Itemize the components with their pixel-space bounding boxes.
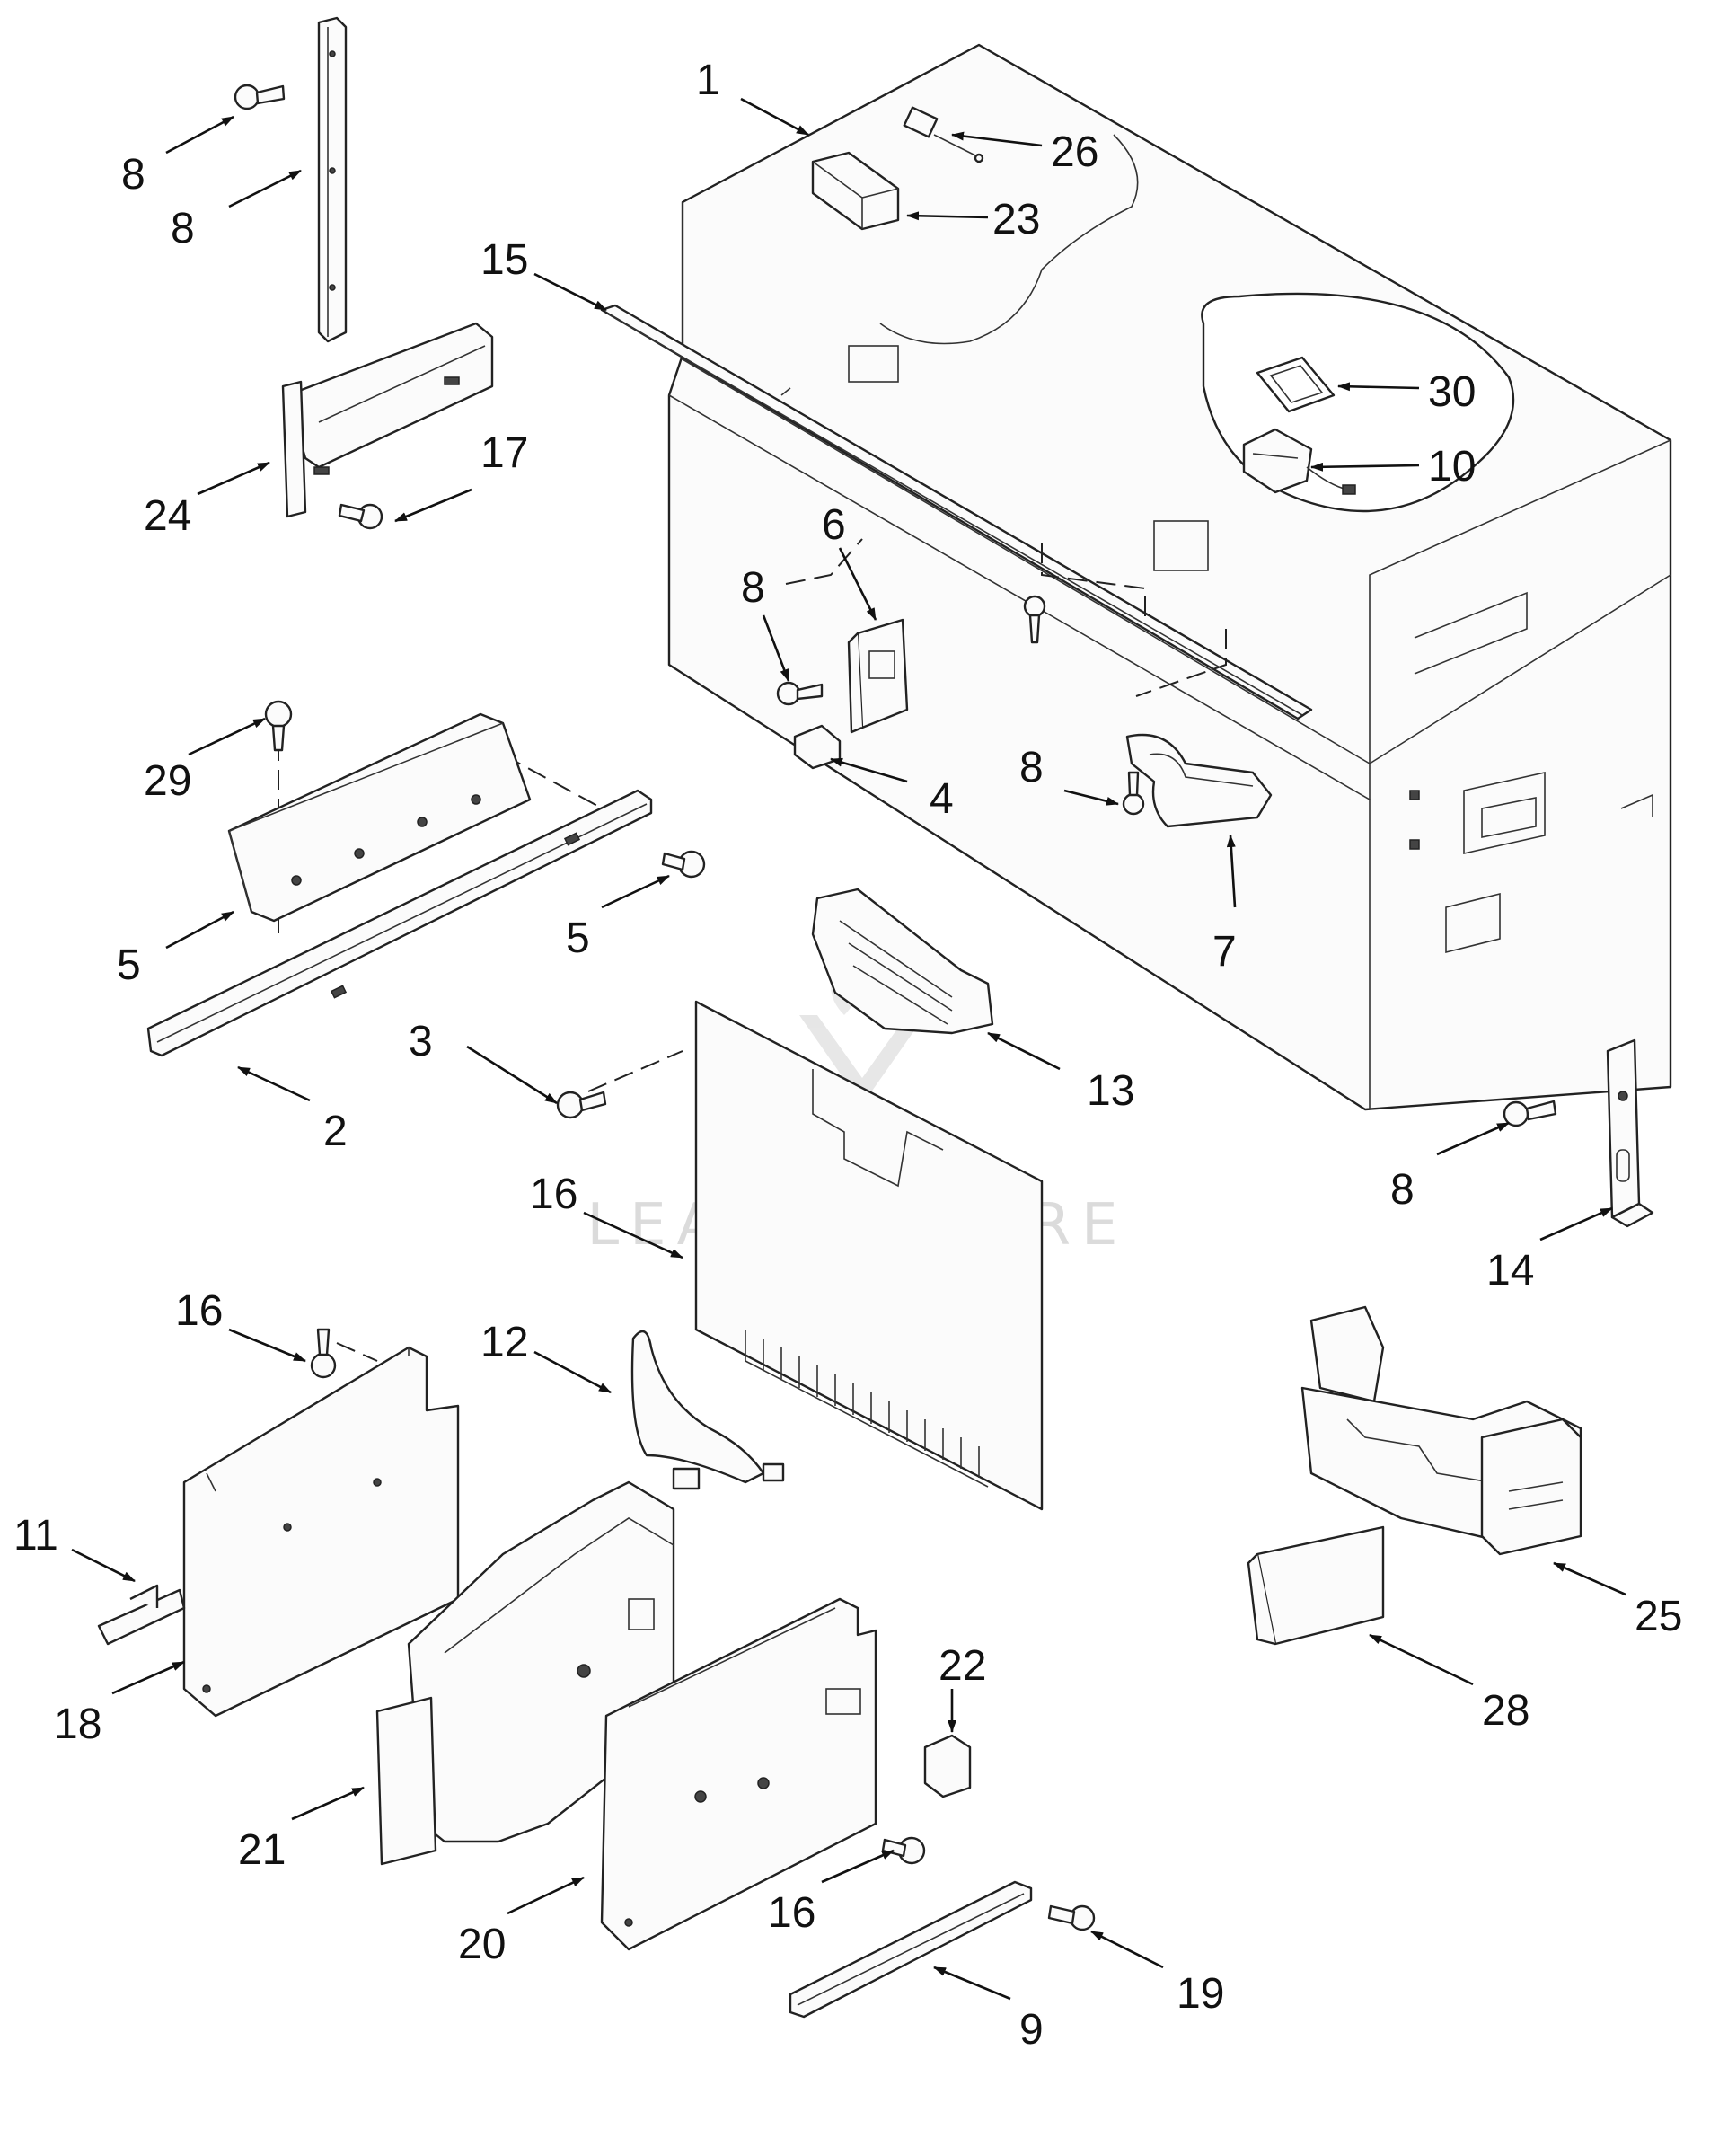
part-18-slide <box>97 1584 186 1646</box>
callout-5-right: 5 <box>566 915 590 962</box>
callout-16-bottom: 16 <box>768 1889 815 1937</box>
part-24-rail <box>317 16 348 343</box>
screw-8-a <box>776 681 824 706</box>
callout-6: 6 <box>822 501 846 549</box>
part-4-slide <box>146 789 653 1057</box>
callout-25: 19 <box>1177 1970 1224 2018</box>
callout-12: 14 <box>1486 1247 1534 1294</box>
part-14-panel <box>694 1000 1044 1511</box>
callout-22: 20 <box>458 1921 506 1968</box>
callout-24: 8 <box>171 205 195 252</box>
callout-30: 30 <box>1428 368 1476 416</box>
callout-8-rail: 8 <box>121 151 145 199</box>
screw-8-d <box>234 84 286 110</box>
callout-13: 7 <box>1212 928 1237 976</box>
callout-20: 21 <box>238 1826 286 1874</box>
callout-4: 2 <box>323 1108 348 1155</box>
part-6-housing <box>847 618 909 734</box>
callout-19: 9 <box>1019 2006 1044 2054</box>
callout-1: 1 <box>696 57 720 104</box>
callout-16-left: 16 <box>175 1287 223 1335</box>
screw-16-a <box>556 1091 607 1119</box>
screw-5-b <box>661 850 706 879</box>
part-26-connector <box>903 106 984 163</box>
screw-29 <box>338 503 383 530</box>
callout-8-bracket-12: 8 <box>1390 1166 1415 1214</box>
part-21-panel <box>182 1346 460 1718</box>
callout-8-cabinet-left: 8 <box>741 564 765 612</box>
callout-27: 28 <box>1482 1687 1529 1735</box>
callout-14: 16 <box>530 1171 577 1218</box>
part-22-panel <box>600 1597 877 1951</box>
vent-slots <box>745 1330 980 1478</box>
part-28-icemaker <box>1300 1305 1582 1556</box>
screw-8-e <box>1503 1100 1557 1127</box>
part-2-bracket <box>227 712 532 923</box>
screw-16-b <box>310 1328 337 1379</box>
callout-17: 24 <box>144 492 191 540</box>
part-3-grille <box>811 888 994 1035</box>
part-15-strip <box>600 304 1313 720</box>
callout-21: 18 <box>54 1701 101 1748</box>
callout-28: 25 <box>1635 1593 1682 1640</box>
screw-5-a <box>264 700 293 752</box>
callout-15: 15 <box>480 236 528 284</box>
callout-labels: 1 26 23 15 30 10 6 8 8 8 8 8 24 17 29 5 … <box>13 57 1682 2054</box>
part-9-switch <box>923 1734 972 1798</box>
callout-9: 22 <box>939 1642 986 1690</box>
callout-10: 10 <box>1428 443 1476 490</box>
screw-8-c <box>1122 771 1145 816</box>
callout-arrows <box>71 97 1626 2001</box>
callout-23: 23 <box>992 196 1040 243</box>
callout-7: 4 <box>930 775 954 823</box>
callout-29: 17 <box>480 429 528 477</box>
callout-8-cabinet-bottom: 8 <box>1019 744 1044 791</box>
screw-16-c <box>881 1836 926 1865</box>
callout-11: 12 <box>480 1319 528 1366</box>
callout-5-top: 29 <box>144 757 191 805</box>
callout-18: 11 <box>13 1512 58 1560</box>
part-11-harness <box>630 1330 785 1490</box>
part-17-bracket <box>281 322 494 518</box>
callout-26: 26 <box>1051 128 1098 176</box>
callout-16-panel: 3 <box>409 1018 433 1065</box>
part-10-module <box>1242 428 1356 495</box>
part-30-gasket <box>1256 356 1336 413</box>
screw-8-b <box>1023 595 1046 644</box>
part-19-slide <box>789 1880 1033 2019</box>
part-13-bracket <box>1125 733 1273 828</box>
part-23-cover <box>811 151 900 231</box>
part-12-bracket <box>1606 1038 1654 1228</box>
part-27-shield <box>1247 1525 1385 1646</box>
callout-2: 5 <box>117 941 141 989</box>
callout-3: 13 <box>1087 1067 1134 1115</box>
screw-25 <box>1047 1904 1096 1931</box>
